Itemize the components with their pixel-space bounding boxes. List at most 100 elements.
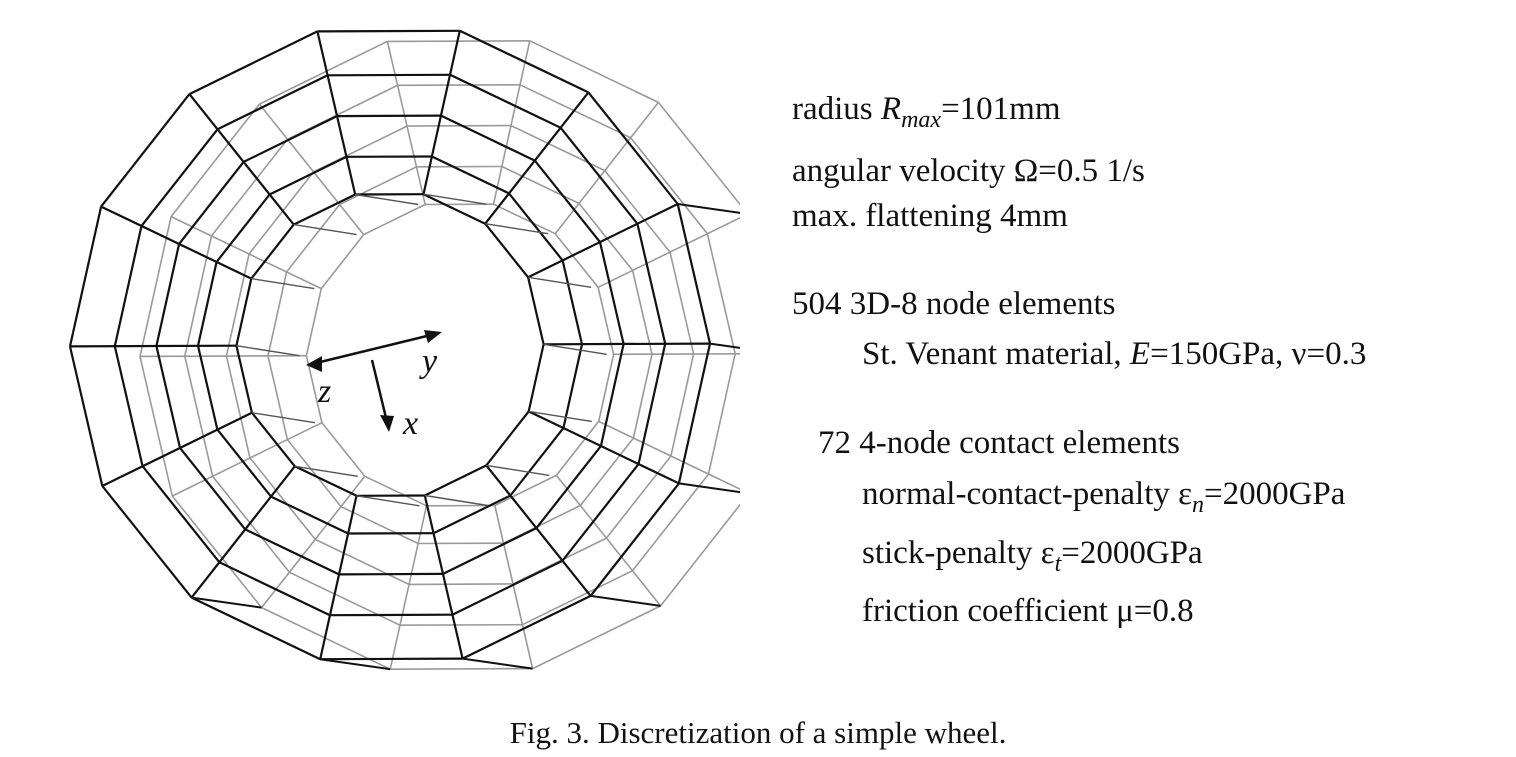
mesh-edge (707, 353, 736, 475)
mesh-edge (486, 464, 550, 477)
param-stick-penalty: stick-penalty εt=2000GPa (862, 535, 1203, 577)
param-flattening: max. flattening 4mm (792, 198, 1068, 234)
mesh-edge (554, 101, 660, 235)
mesh-edge (317, 29, 460, 33)
mesh-edge (605, 455, 672, 539)
mesh-edge (285, 204, 341, 273)
param-angular-velocity: angular velocity Ω=0.5 1/s (792, 153, 1145, 189)
mesh-edge (188, 30, 318, 96)
mesh-edge (677, 343, 712, 484)
mesh-edge (338, 572, 444, 576)
mesh-edge (270, 495, 349, 535)
mesh-edge (139, 354, 307, 358)
mesh-edge (305, 355, 323, 423)
figure-caption: Fig. 3. Discretization of a simple wheel… (509, 715, 1007, 750)
mesh-edge (578, 202, 634, 271)
mesh-edge (706, 233, 736, 354)
mesh-edge (589, 482, 680, 597)
mesh-edge (459, 29, 589, 94)
mesh-edge (215, 193, 271, 263)
param-normal-penalty: normal-contact-penalty εn=2000GPa (862, 476, 1346, 518)
mesh-edge (139, 216, 172, 357)
mesh-edge (196, 261, 218, 347)
mesh-edge (522, 569, 633, 626)
param-material: St. Venant material, E=150GPa, ν=0.3 (862, 336, 1367, 372)
mesh-edge (408, 583, 514, 586)
mesh-edge (235, 278, 253, 346)
mesh-edge (305, 288, 323, 356)
mesh-edge (190, 465, 296, 599)
mesh-edge (68, 206, 103, 347)
mesh-edge (451, 559, 563, 616)
mesh-edge (669, 251, 695, 355)
mesh-edge (527, 344, 545, 412)
mesh-edge (423, 495, 464, 659)
mesh-edge (562, 343, 584, 429)
mesh-edge (527, 276, 592, 288)
mesh-edge (320, 658, 391, 671)
mesh-edge (629, 137, 709, 235)
mesh-edge (485, 464, 592, 597)
mesh-edge (100, 93, 191, 208)
mesh-edge (216, 428, 272, 498)
mesh-edge (598, 241, 625, 345)
mesh-visible-lines (68, 29, 740, 671)
mesh-edge (561, 260, 584, 345)
coordinate-axes: y x z (306, 330, 442, 442)
mesh-edge (440, 114, 536, 162)
mesh-edge (631, 473, 710, 572)
mesh-edge (171, 421, 323, 497)
mesh-edge (251, 412, 296, 467)
mesh-edge (170, 103, 261, 218)
mesh-edge (225, 355, 251, 459)
mesh-edge (579, 437, 635, 506)
mesh-edge (484, 223, 529, 278)
mesh-edge (289, 571, 401, 626)
mesh-edge (543, 342, 711, 346)
mesh-edge (386, 41, 426, 205)
mesh-edge (179, 447, 247, 531)
mesh-edge (501, 165, 580, 205)
mesh-edge (101, 411, 253, 487)
mesh-edge (249, 457, 316, 540)
mesh-edge (678, 482, 740, 494)
mesh-edge (320, 657, 463, 661)
mesh-edge (657, 101, 740, 206)
mesh-edge (140, 128, 219, 227)
mesh-edge (327, 73, 451, 77)
mesh-edge (170, 215, 322, 290)
mesh-edge (493, 203, 556, 235)
mesh-edge (339, 166, 417, 206)
mesh-edge (508, 192, 564, 262)
mesh-edge (484, 91, 590, 225)
mesh-edge (509, 427, 565, 497)
mesh-edge (251, 277, 315, 290)
mesh-edge (244, 528, 340, 576)
param-radius: radius Rmax=101mm (792, 91, 1061, 133)
mesh-edge (68, 346, 104, 487)
mesh-edge (431, 155, 510, 195)
axis-x-arrowhead (380, 415, 394, 432)
mesh-edge (561, 463, 640, 562)
mesh-edge (188, 93, 295, 226)
mesh-edge (248, 171, 315, 255)
mesh-edge (321, 422, 366, 477)
mesh-edge (555, 420, 600, 476)
axis-x-arrow (370, 359, 389, 423)
mesh-edge (397, 84, 521, 87)
mesh-edge (196, 345, 219, 430)
mesh-edge (319, 495, 358, 660)
mesh-edge (555, 474, 662, 607)
mesh-edge (637, 343, 667, 465)
mesh-edge (599, 343, 625, 447)
mesh-edge (406, 124, 512, 127)
mesh-edge (184, 356, 214, 477)
mesh-edge (677, 203, 740, 214)
mesh-edge (423, 193, 486, 225)
mesh-edge (329, 613, 453, 617)
mesh-edge (670, 353, 695, 457)
param-friction: friction coefficient μ=0.8 (862, 593, 1194, 629)
mesh-edge (613, 352, 740, 356)
mesh-edge (597, 354, 615, 422)
mesh-edge (632, 354, 653, 439)
